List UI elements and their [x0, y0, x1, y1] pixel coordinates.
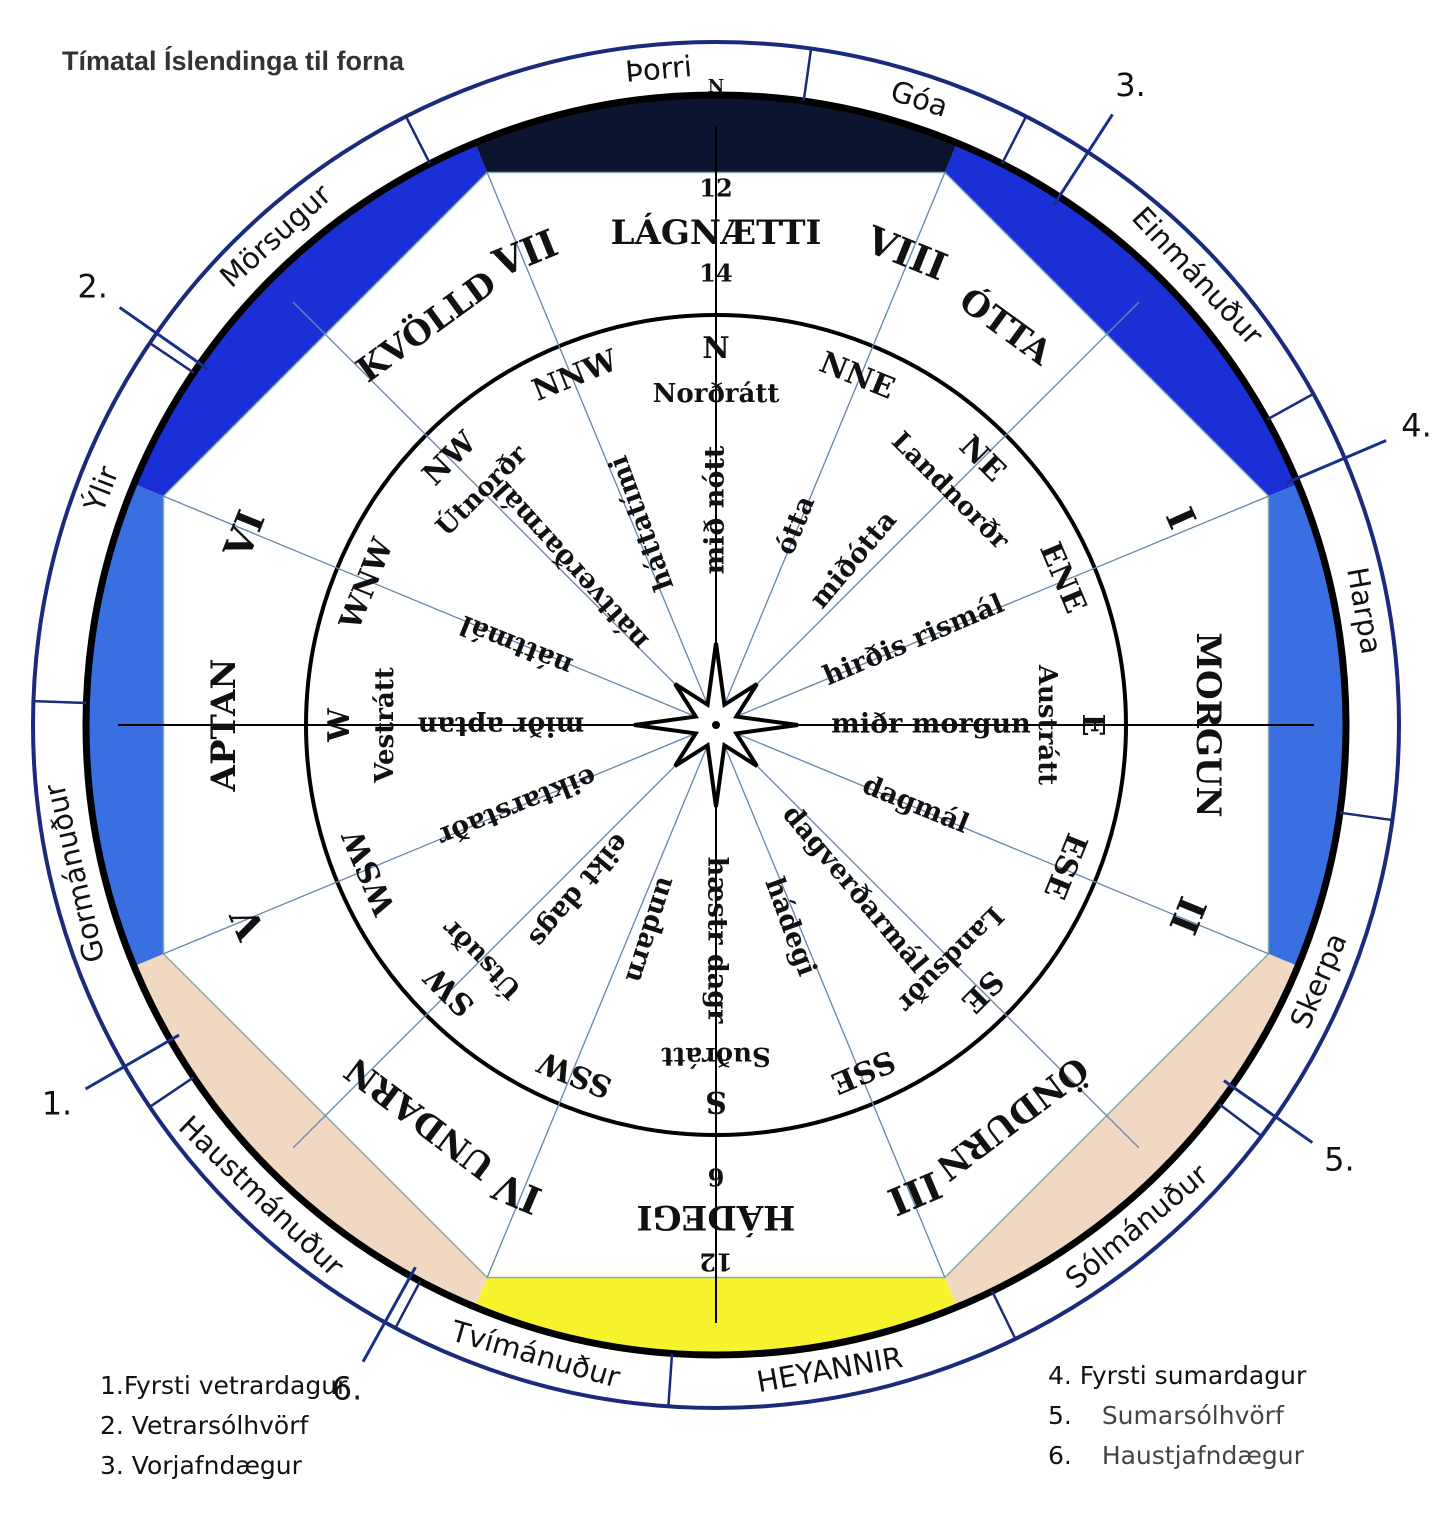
legend-item: 3. Vorjafndægur — [100, 1451, 302, 1480]
compass-point-label: WSW — [335, 823, 403, 921]
roman-numeral: IV — [485, 1163, 547, 1223]
season-marker-number: 1. — [42, 1085, 73, 1123]
roman-numeral: VIII — [859, 216, 954, 289]
compass-point-label: WNW — [333, 532, 402, 635]
eykt-label: LÁGNÆTTI — [611, 212, 822, 253]
time-of-day-label: mið nótt — [700, 445, 731, 574]
roman-numeral: III — [882, 1162, 949, 1224]
outer-ring — [31, 40, 1401, 1410]
roman-numeral: I — [1157, 501, 1205, 536]
roman-numeral: VII — [486, 220, 564, 286]
month-divider — [404, 115, 432, 165]
season-marker-line — [1223, 1079, 1314, 1144]
direction-label: Vestrátt — [370, 667, 400, 784]
season-marker-number: 3. — [1115, 66, 1146, 104]
month-divider — [33, 699, 87, 705]
compass-point-label: W — [322, 707, 357, 743]
roman-numeral: II — [1160, 891, 1215, 941]
hour-number: 14 — [699, 259, 732, 288]
direction-label: Suðrátt — [661, 1041, 771, 1071]
season-marker-line — [1052, 113, 1114, 206]
time-of-day-label: miðr aptan — [417, 711, 584, 742]
season-marker-line — [361, 1266, 417, 1363]
eykt-label: MORGUN — [1188, 632, 1228, 817]
time-of-day-label: háttatími — [603, 452, 680, 595]
time-of-day-label: hæstr dagr — [702, 857, 733, 1025]
compass-point-label: N — [702, 331, 729, 366]
month-divider — [1000, 115, 1028, 165]
compass-center-dot — [712, 721, 720, 729]
time-of-day-label: dagmál — [858, 769, 973, 840]
time-of-day-label: náttmál — [456, 609, 577, 682]
direction-label: Austrátt — [1032, 664, 1062, 785]
legend-text: Sumarsólhvörf — [1101, 1401, 1284, 1430]
month-divider — [1266, 392, 1314, 421]
time-of-day-label: eiktarstaðr — [433, 761, 601, 853]
compass-point-label: ENE — [1032, 537, 1093, 618]
eykt-label: HÁDEGI — [637, 1197, 796, 1238]
season-marker-line — [1286, 439, 1387, 485]
legend-item: 5. Sumarsólhvörf — [1048, 1396, 1306, 1436]
legend-item: 1.Fyrsti vetrardagur — [100, 1371, 348, 1400]
time-of-day-label: hirðis rismál — [819, 588, 1009, 692]
time-of-day-label: miðótta — [804, 505, 903, 615]
north-marker-label: N — [708, 76, 724, 97]
page-title: Tímatal Íslendinga til forna — [62, 46, 405, 76]
legend-number: 6. — [1048, 1441, 1072, 1470]
compass-point-label: S — [705, 1084, 727, 1119]
legend-item: 2. Vetrarsólhvörf — [100, 1411, 309, 1440]
compass-point-label: ESE — [1036, 828, 1094, 904]
time-of-day-label: undarn — [619, 873, 682, 987]
compass-point-label: SSE — [826, 1043, 900, 1101]
time-of-day-label: hádegi — [758, 873, 822, 980]
hour-number: 12 — [699, 1248, 732, 1277]
month-divider — [394, 1280, 422, 1329]
month-divider — [149, 1076, 195, 1108]
season-marker-number: 6. — [332, 1370, 363, 1408]
hour-number: 12 — [699, 174, 732, 203]
eykt-label: ÓTTA — [952, 280, 1060, 374]
compass-point-label: E — [1075, 714, 1110, 737]
season-marker-line — [84, 1033, 180, 1091]
month-divider — [667, 1353, 674, 1407]
time-of-day-label: miðr morgun — [831, 709, 1031, 740]
season-marker-number: 5. — [1324, 1140, 1355, 1178]
legend-left: 1.Fyrsti vetrardagur 2. Vetrarsólhvörf 3… — [100, 1366, 347, 1486]
month-divider — [1339, 811, 1393, 822]
legend-right: 4. Fyrsti sumardagur 5. Sumarsólhvörf 6.… — [1048, 1356, 1306, 1476]
time-of-day-label: ótta — [770, 491, 821, 559]
season-marker-line — [118, 306, 209, 371]
roman-numeral: VI — [214, 504, 274, 566]
month-divider — [802, 48, 813, 102]
month-divider — [149, 342, 195, 374]
time-of-day-label: eikt dags — [522, 827, 635, 953]
season-marker-number: 2. — [77, 268, 108, 306]
season-marker-number: 4. — [1401, 407, 1432, 445]
spoke-lines — [33, 48, 1393, 1407]
legend-item: 4. Fyrsti sumardagur — [1048, 1361, 1307, 1390]
direction-label: Norðrátt — [653, 379, 780, 409]
month-divider — [991, 1290, 1017, 1340]
month-label: Þorri — [624, 49, 693, 89]
legend-number: 5. — [1048, 1401, 1072, 1430]
legend-text: Haustjafndægur — [1101, 1441, 1304, 1470]
roman-numeral: V — [220, 900, 274, 947]
hour-number: 6 — [708, 1163, 725, 1192]
month-divider — [1218, 1103, 1263, 1138]
legend-item: 6. Haustjafndægur — [1048, 1436, 1306, 1476]
eykt-label: APTAN — [204, 659, 244, 793]
middle-ring — [82, 91, 1350, 1359]
